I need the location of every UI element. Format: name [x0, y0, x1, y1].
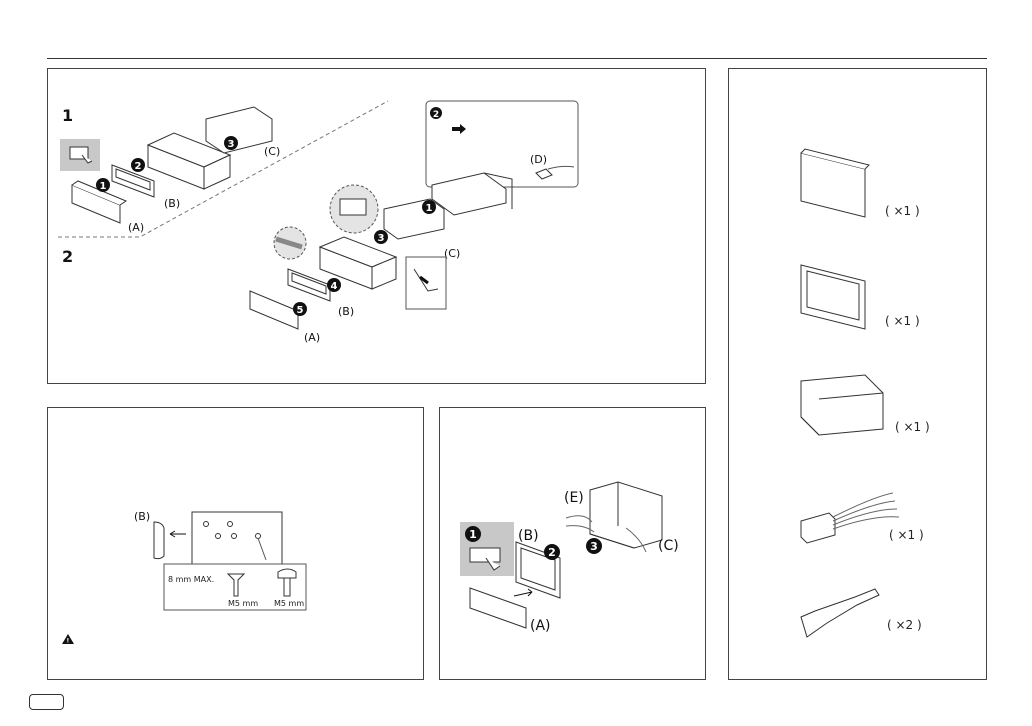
accessory-2-qty: ( ×1 )	[885, 314, 920, 328]
installation-diagram: 1 2 1 2 3 (A) (B) (	[48, 69, 707, 385]
faceplate-a-removal	[470, 588, 526, 628]
svg-text:2: 2	[548, 546, 556, 559]
faceplate-a-step2	[250, 291, 298, 329]
label-c-removal: (C)	[658, 538, 679, 554]
callout-3-removal: 3	[586, 538, 602, 554]
label-b-flush: (B)	[134, 510, 150, 523]
label-a-removal: (A)	[530, 618, 551, 634]
accessory-sleeve	[801, 375, 883, 435]
accessory-extraction-key	[801, 589, 879, 637]
accessory-wiring-harness	[801, 513, 835, 543]
label-e-removal: (E)	[564, 490, 584, 506]
removal-diagram: 1 (A) (B) 2 (E) 3 (C)	[440, 408, 707, 681]
accessory-3-qty: ( ×1 )	[895, 420, 930, 434]
sleeve-c-step1	[206, 107, 272, 153]
accessory-5-qty: ( ×2 )	[887, 618, 922, 632]
svg-text:!: !	[67, 638, 70, 645]
callout-3-step2: 3	[374, 230, 388, 244]
accessories-diagram: ( ×1 ) ( ×1 ) ( ×1 ) ( ×1 ) ( ×2 )	[729, 69, 988, 681]
svg-text:1: 1	[100, 181, 107, 192]
label-b-removal: (B)	[518, 528, 539, 544]
svg-text:1: 1	[469, 528, 477, 541]
arrow-pull-icon	[514, 589, 532, 596]
callout-1-step1: 1	[96, 178, 110, 192]
svg-text:4: 4	[331, 281, 338, 292]
callout-5: 5	[293, 302, 307, 316]
callout-4: 4	[327, 278, 341, 292]
svg-text:3: 3	[228, 139, 235, 150]
removal-panel: 1 (A) (B) 2 (E) 3 (C)	[439, 407, 706, 680]
connector-detail-box	[426, 101, 578, 187]
sleeve-c-removal	[590, 482, 662, 548]
screw-max-length: 8 mm MAX.	[168, 575, 214, 584]
svg-text:2: 2	[135, 161, 142, 172]
header-rule	[47, 58, 987, 59]
svg-text:3: 3	[378, 233, 385, 244]
screw-m5-b: M5 mm	[274, 599, 304, 608]
label-a-step1: (A)	[128, 221, 144, 234]
callout-2-step1: 2	[131, 158, 145, 172]
flush-mount-diagram: (B) 8 mm MAX. M5 mm M5 mm !	[48, 408, 425, 681]
callout-1-removal: 1	[465, 526, 481, 542]
accessory-1-qty: ( ×1 )	[885, 204, 920, 218]
label-b-step2: (B)	[338, 305, 354, 318]
accessory-4-qty: ( ×1 )	[889, 528, 924, 542]
label-b-step1: (B)	[164, 197, 180, 210]
callout-3-step1: 3	[224, 136, 238, 150]
label-a-step2: (A)	[304, 331, 320, 344]
label-c-step1: (C)	[264, 145, 280, 158]
step-number-1: 1	[62, 106, 73, 125]
arrow-left-icon	[170, 531, 186, 537]
accessories-panel: ( ×1 ) ( ×1 ) ( ×1 ) ( ×1 ) ( ×2 )	[728, 68, 987, 680]
step-number-2: 2	[62, 247, 73, 266]
callout-2-removal: 2	[544, 544, 560, 560]
callout-1-step2: 1	[422, 200, 436, 214]
svg-text:3: 3	[590, 540, 598, 553]
svg-text:1: 1	[426, 203, 433, 214]
page-number-tab	[29, 694, 64, 710]
installation-panel: 1 2 1 2 3 (A) (B) (	[47, 68, 706, 384]
svg-text:2: 2	[433, 110, 439, 120]
screw-m5-a: M5 mm	[228, 599, 258, 608]
flush-mount-panel: (B) 8 mm MAX. M5 mm M5 mm !	[47, 407, 424, 680]
label-d: (D)	[530, 153, 547, 166]
svg-text:5: 5	[297, 305, 304, 316]
trim-plate-b-flush	[154, 522, 164, 559]
unit-side-bracket	[192, 512, 282, 564]
